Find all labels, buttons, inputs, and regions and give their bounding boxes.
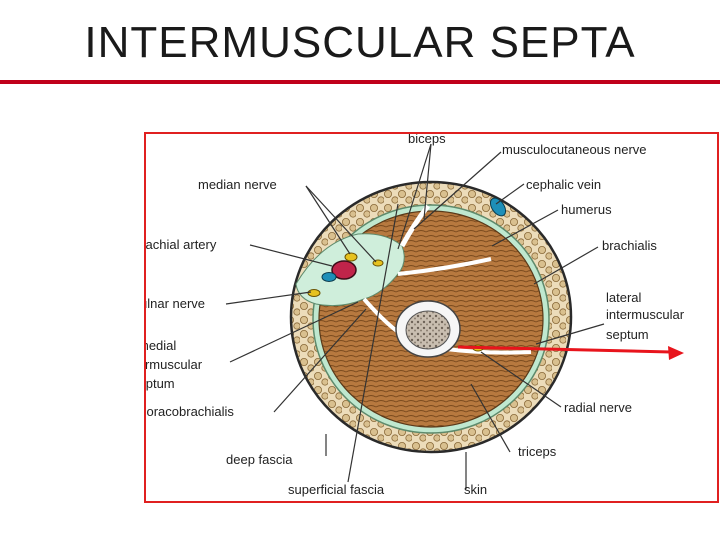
ulnar-nerve-structure [307,289,321,297]
label-superficial-fascia: superficial fascia [288,482,385,497]
humerus-marrow [405,310,451,350]
arm-cross-section-diagram: biceps musculocutaneous nerve median ner… [146,134,685,497]
label-musculocutaneous-nerve: musculocutaneous nerve [502,142,647,157]
label-triceps: triceps [518,444,557,459]
label-deep-fascia: deep fascia [226,452,293,467]
label-lateral-intermuscular-septum-line1: lateral [606,290,642,305]
label-brachialis: brachialis [602,238,657,253]
label-biceps: biceps [408,134,446,146]
label-radial-nerve: radial nerve [564,400,632,415]
brachial-vein [321,272,337,282]
slide-title: INTERMUSCULAR SEPTA [84,18,636,67]
label-cephalic-vein: cephalic vein [526,177,601,192]
lateral-intermuscular-septum [445,347,532,355]
label-medial-intermuscular-septum-line3: septum [146,376,175,391]
red-arrow-shaft [457,345,672,354]
title-underline [0,80,720,84]
label-medial-intermuscular-septum-line2: intermuscular [146,357,203,372]
label-humerus: humerus [561,202,612,217]
label-median-nerve: median nerve [198,177,277,192]
leader-lines [225,143,605,489]
median-nerve-structure [344,252,358,262]
label-lateral-intermuscular-septum-line3: septum [606,327,649,342]
label-lateral-intermuscular-septum-line2: intermuscular [606,307,685,322]
diagram-frame: biceps musculocutaneous nerve median ner… [144,132,719,503]
cephalic-vein-structure [489,197,507,217]
label-ulnar-nerve: ulnar nerve [146,296,205,311]
label-brachial-artery: brachial artery [146,237,217,252]
label-skin: skin [464,482,487,497]
red-arrow-head [668,346,684,360]
label-coracobrachialis: coracobrachialis [146,404,234,419]
brachial-artery [331,260,357,280]
